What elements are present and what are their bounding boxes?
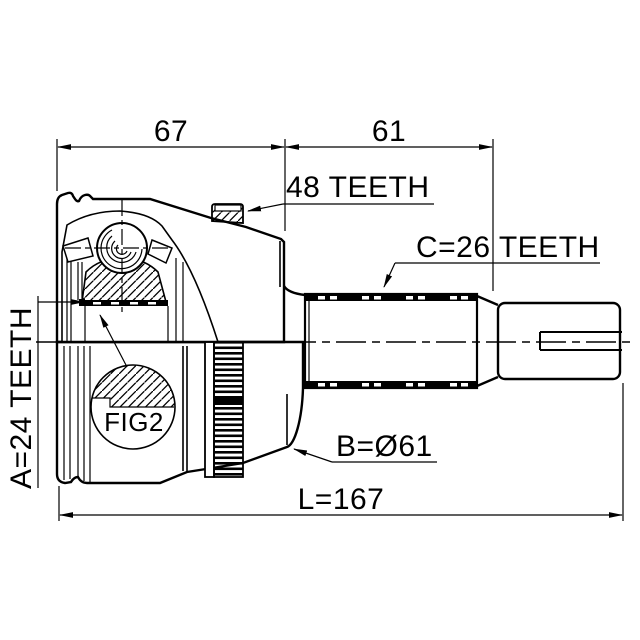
label-outer-spline-c26: C=26 TEETH xyxy=(383,231,600,288)
fig2-label: FIG2 xyxy=(104,407,164,437)
label-inner-spline-a24: A=24 TEETH xyxy=(5,296,85,489)
dimension-overall-length: L=167 xyxy=(58,383,624,521)
ball-bearing xyxy=(65,200,170,315)
label-b61-text: B=Ø61 xyxy=(336,430,433,463)
dim-67-text: 67 xyxy=(154,115,188,148)
fig2-leader-arrow xyxy=(99,314,128,368)
spline-dashes xyxy=(318,296,468,387)
stub-shaft xyxy=(496,301,622,381)
abs-reluctor-band xyxy=(204,341,244,478)
cage xyxy=(62,237,173,265)
inner-spline-band xyxy=(79,299,168,306)
label-a24-text: A=24 TEETH xyxy=(5,307,38,489)
label-48-teeth: 48 TEETH xyxy=(247,171,434,212)
dimension-67: 67 xyxy=(56,115,286,231)
label-body-diameter-b61: B=Ø61 xyxy=(293,430,437,463)
spline-shaft xyxy=(303,292,499,390)
snap-ring-groove xyxy=(539,331,622,351)
abs-tooth-section xyxy=(211,203,244,224)
dim-length-text: L=167 xyxy=(298,483,385,516)
bell-exterior-lower xyxy=(55,340,305,485)
dim-61-text: 61 xyxy=(372,115,406,148)
dimension-61: 61 xyxy=(285,115,494,291)
label-c26-text: C=26 TEETH xyxy=(416,231,600,264)
label-48-teeth-text: 48 TEETH xyxy=(286,171,430,204)
